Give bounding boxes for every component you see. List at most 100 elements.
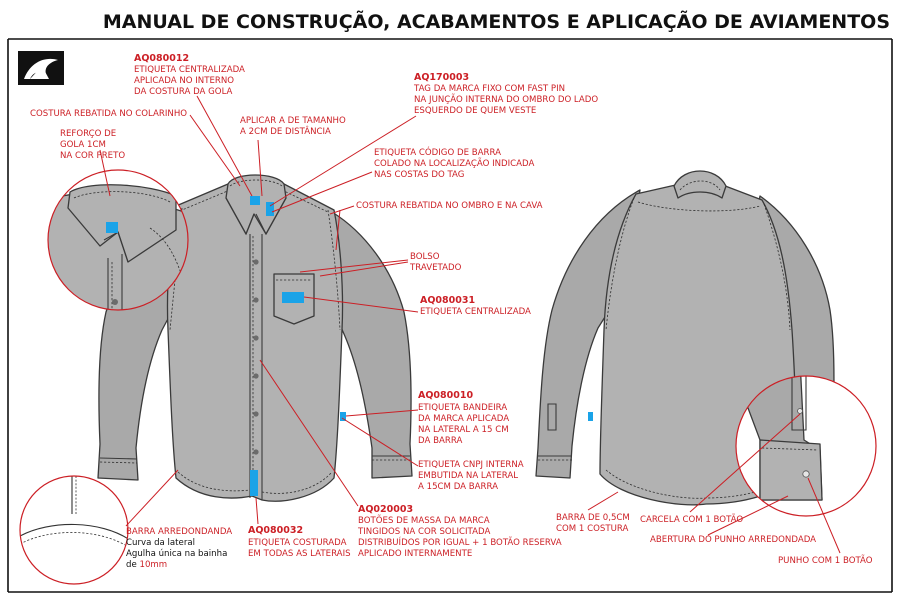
callout-cnpj: ETIQUETA CNPJ INTERNA EMBUTIDA NA LATERA… <box>418 460 524 492</box>
callout-code: AQ080012 <box>134 53 189 64</box>
leader-codigo-barra <box>271 171 373 213</box>
callout-text: COLADO NA LOCALIZAÇÃO INDICADA <box>374 158 535 169</box>
hem-detail-zoom <box>19 475 129 585</box>
back-side-tag <box>588 412 593 421</box>
leader-aq170003 <box>269 115 417 207</box>
callout-text: ETIQUETA CNPJ INTERNA <box>418 460 524 470</box>
leader-barra-arredondada <box>125 469 179 527</box>
collar-detail-zoom <box>47 169 189 311</box>
leader-costura-ombro <box>329 205 355 215</box>
callout-text: TRAVETADO <box>409 263 462 273</box>
hem-zoom-ring <box>19 475 129 585</box>
callout-code: AQ020003 <box>358 504 413 515</box>
leader-costura-ombro-2 <box>335 209 341 251</box>
callout-text: A 15CM DA BARRA <box>418 482 498 492</box>
leader-abertura <box>707 495 789 536</box>
collar-right-point <box>255 197 287 236</box>
callout-text: de 10mm <box>126 560 167 570</box>
back-yoke-seam <box>637 201 761 212</box>
callout-text: APLICADO INTERNAMENTE <box>358 549 472 559</box>
callout-text: ETIQUETA CENTRALIZADA <box>134 65 245 75</box>
front-button <box>253 411 259 417</box>
callout-aq080032: AQ080032 ETIQUETA COSTURADA EM TODAS AS … <box>248 525 351 559</box>
callout-code: AQ080010 <box>418 390 473 401</box>
shirt-front <box>97 174 413 502</box>
front-button <box>253 259 259 265</box>
front-hem-seam-left <box>177 471 251 492</box>
callout-text: ESQUERDO DE QUEM VESTE <box>414 106 536 116</box>
leader-bolso-2 <box>319 261 409 277</box>
leader-aq080031 <box>303 296 419 313</box>
callout-barra-arredondada: BARRA ARREDONDANDA Curva da lateral Agul… <box>126 527 232 570</box>
brand-wave-mountain-icon <box>18 51 64 85</box>
callout-text: DA MARCA APLICADA <box>418 414 509 424</box>
callout-text: BOTÕES DE MASSA DA MARCA <box>358 514 490 526</box>
callout-code: AQ080031 <box>420 295 475 306</box>
callout-text: EM TODAS AS LATERAIS <box>248 549 351 559</box>
leader-costura-colarinho <box>189 114 241 187</box>
leader-punho <box>807 477 841 554</box>
callout-text: ABERTURA DO PUNHO ARREDONDADA <box>650 535 816 545</box>
page-title: MANUAL DE CONSTRUÇÃO, ACABAMENTOS E APLI… <box>103 9 890 33</box>
leader-cnpj <box>341 417 419 467</box>
leader-carcela <box>689 413 801 513</box>
callout-text: PUNHO COM 1 BOTÃO <box>778 555 873 566</box>
callout-text: TINGIDOS NA COR SOLICITADA <box>357 527 490 537</box>
front-button <box>253 335 259 341</box>
callout-aq020003: AQ020003 BOTÕES DE MASSA DA MARCA TINGID… <box>357 504 562 559</box>
front-right-armhole-seam <box>327 209 341 331</box>
callout-text: ETIQUETA COSTURADA <box>248 538 347 548</box>
callout-bolso: BOLSO TRAVETADO <box>409 252 462 273</box>
callout-codigo-barra: ETIQUETA CÓDIGO DE BARRA COLADO NA LOCAL… <box>374 146 535 180</box>
callout-text: Agulha única na bainha <box>126 549 227 559</box>
callout-text: A 2CM DE DISTÂNCIA <box>240 125 331 137</box>
callout-barra-05: BARRA DE 0,5CM COM 1 COSTURA <box>556 513 630 534</box>
callout-punho: PUNHO COM 1 BOTÃO <box>778 555 873 566</box>
callout-text: NA JUNÇÃO INTERNA DO OMBRO DO LADO <box>414 94 598 105</box>
callout-text: COSTURA REBATIDA NO OMBRO E NA CAVA <box>356 201 543 211</box>
callout-costura-colarinho: COSTURA REBATIDA NO COLARINHO <box>30 109 187 119</box>
callout-text: ETIQUETA CENTRALIZADA <box>420 307 531 317</box>
back-left-armhole-seam <box>605 197 635 331</box>
collar-left-point <box>225 197 255 236</box>
callout-text: APLICAR A DE TAMANHO <box>240 116 346 126</box>
callout-text: ETIQUETA BANDEIRA <box>418 403 507 413</box>
neck-label-tag <box>250 196 260 205</box>
back-left-placket <box>547 403 557 431</box>
back-collar-seam <box>679 180 721 191</box>
callout-text: GOLA 1CM <box>60 140 106 150</box>
callout-text: NA COR PRETO <box>60 151 125 161</box>
pocket-label-tag <box>282 292 304 303</box>
leader-reforco <box>99 149 111 197</box>
collar-zoom-ring <box>47 169 189 311</box>
leader-barra-05 <box>587 491 619 511</box>
leader-bolso-1 <box>299 259 409 273</box>
callout-title: BARRA ARREDONDANDA <box>126 527 232 537</box>
callout-text: NA LATERAL A 15 CM <box>418 425 509 435</box>
leader-lines <box>99 95 841 554</box>
callout-text: NAS COSTAS DO TAG <box>374 170 464 180</box>
side-flag-label-tag <box>340 412 346 421</box>
front-left-shoulder-seam <box>181 189 231 211</box>
hem-zoom-bg <box>20 476 128 584</box>
front-left-cuff-line <box>99 457 138 460</box>
callout-text: CARCELA COM 1 BOTÃO <box>640 514 743 525</box>
callout-text: EMBUTIDA NA LATERAL <box>418 471 518 481</box>
callout-text: DA COSTURA DA GOLA <box>134 87 233 97</box>
callout-text: COM 1 COSTURA <box>556 524 628 534</box>
front-right-sleeve <box>329 211 413 479</box>
callout-text: Curva da lateral <box>126 538 195 548</box>
leader-aq080010 <box>345 409 419 417</box>
callout-text: COSTURA REBATIDA NO COLARINHO <box>30 109 187 119</box>
callout-code: AQ080032 <box>248 525 303 536</box>
callout-aq080031: AQ080031 ETIQUETA CENTRALIZADA <box>420 295 531 317</box>
callout-aplicar: APLICAR A DE TAMANHO A 2CM DE DISTÂNCIA <box>240 116 346 137</box>
callout-text: REFORÇO DE <box>60 129 116 139</box>
cuff-zoom-ring <box>735 375 877 517</box>
front-button <box>253 449 259 455</box>
front-left-cuff-seam <box>99 461 138 464</box>
hem-label-tag <box>250 470 258 496</box>
callout-text: DISTRIBUÍDOS POR IGUAL + 1 BOTÃO RESERVA <box>358 536 562 548</box>
